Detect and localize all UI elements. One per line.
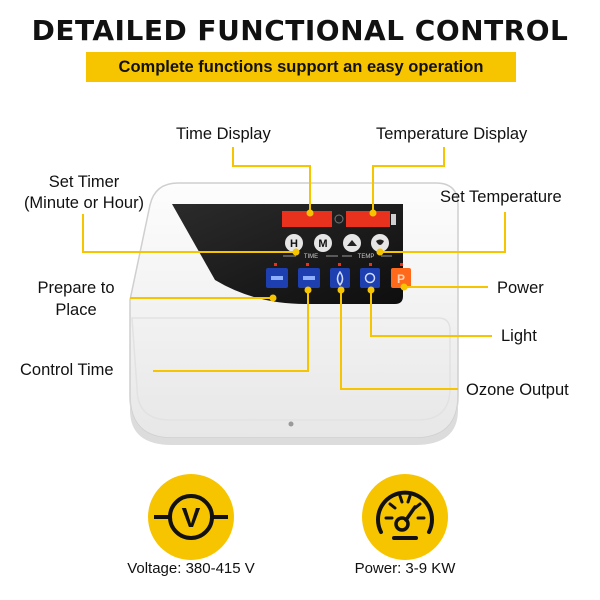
leader-dot-power	[400, 283, 408, 291]
minute-button	[314, 234, 332, 252]
time-label: TIME	[304, 254, 318, 260]
ozone-key	[330, 268, 350, 288]
power-gauge-icon	[362, 474, 448, 560]
leader-dot-ozone	[337, 286, 345, 294]
temperature-display-tab	[391, 214, 396, 225]
led-light	[369, 263, 372, 266]
page-title: DETAILED FUNCTIONAL CONTROL	[31, 14, 569, 47]
temp-up-icon	[376, 239, 384, 245]
voltage-symbol-letter: V	[182, 502, 201, 533]
leader-ozone	[340, 290, 458, 390]
control-time-key-glyph	[303, 276, 315, 280]
device-base-edge	[130, 396, 458, 445]
light-key-glyph	[364, 272, 376, 284]
callout-prepare-line2: Place	[55, 301, 97, 319]
time-display-indicator	[334, 214, 344, 224]
led-control-time	[306, 263, 309, 266]
indicator-hole	[288, 421, 294, 427]
leader-set-temperature	[380, 212, 506, 253]
callout-light: Light	[501, 327, 537, 345]
minute-button-label: M	[318, 238, 327, 250]
leader-dot-temp	[369, 209, 377, 217]
callout-prepare-line1: Prepare to	[37, 279, 115, 297]
leader-control-time	[153, 290, 309, 372]
callout-ozone-output: Ozone Output	[466, 381, 569, 399]
hour-button	[285, 234, 303, 252]
gauge-symbol	[376, 490, 434, 540]
callout-power: Power	[497, 279, 544, 297]
leader-dot-timer	[292, 248, 300, 256]
light-key	[360, 268, 380, 288]
callout-prepare: Prepare to Place	[20, 277, 132, 321]
power-key-label: P	[397, 272, 405, 286]
hour-button-label: H	[290, 238, 298, 250]
leader-dot-prepare	[269, 294, 277, 302]
prepare-key-glyph	[271, 276, 283, 280]
front-panel-shape	[131, 317, 451, 421]
callout-temperature-display: Temperature Display	[376, 125, 528, 143]
callout-time-display: Time Display	[176, 125, 271, 143]
voltage-spec: Voltage: 380-415 V	[127, 560, 255, 577]
subtitle-banner: Complete functions support an easy opera…	[86, 52, 516, 82]
leader-dot-settemp	[376, 248, 384, 256]
time-display-screen	[282, 211, 332, 227]
temperature-display-screen	[346, 211, 390, 227]
power-key	[391, 268, 411, 288]
leader-time-display	[232, 147, 311, 213]
callout-set-timer-line1: Set Timer	[48, 173, 120, 191]
leader-temperature-display	[372, 147, 445, 213]
led-ozone	[338, 263, 341, 266]
voltmeter-symbol: V	[154, 494, 228, 540]
callout-set-temperature: Set Temperature	[440, 188, 562, 206]
led-power	[400, 263, 403, 266]
callout-set-timer: Set Timer (Minute or Hour)	[14, 172, 154, 214]
leader-dot-light	[367, 286, 375, 294]
leader-dot-control-time	[304, 286, 312, 294]
temp-label: TEMP	[358, 254, 375, 260]
leader-dot-time	[306, 209, 314, 217]
ozone-key-glyph	[336, 270, 344, 287]
leader-light	[370, 290, 492, 337]
led-prepare	[274, 263, 277, 266]
power-spec: Power: 3-9 KW	[354, 560, 456, 577]
callout-set-timer-line2: (Minute or Hour)	[23, 194, 145, 212]
leader-set-timer	[82, 214, 296, 253]
temp-down-icon	[347, 240, 357, 246]
callout-control-time: Control Time	[20, 361, 114, 379]
subtitle-text: Complete functions support an easy opera…	[118, 57, 484, 76]
voltage-icon: V	[148, 474, 234, 560]
